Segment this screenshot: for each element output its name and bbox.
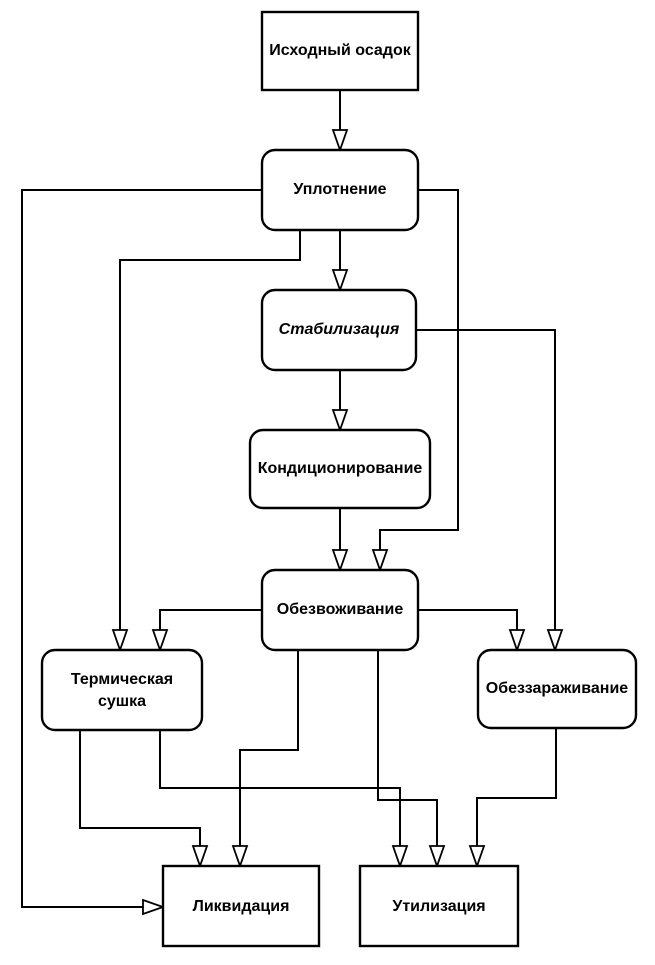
node-dewatering: Обезвоживание xyxy=(260,568,420,652)
edge-thermal-drying-to-utilization xyxy=(159,730,401,866)
arrowheads xyxy=(111,129,564,916)
edge-disinfection-to-utilization xyxy=(476,728,557,866)
arrowhead-liquidation-in-2 xyxy=(231,845,249,869)
edge-dewatering-to-disinfection xyxy=(418,609,518,650)
node-dewatering-label: Обезвоживание xyxy=(277,601,404,618)
node-thermal-drying-label-line1: Термическая xyxy=(71,671,173,688)
arrowhead-liquidation-in-left xyxy=(142,898,166,916)
arrowhead-utilization-in-2 xyxy=(428,845,446,869)
edge-thickening-to-thermal-drying xyxy=(119,230,301,650)
arrowhead-thermal-drying-in-left xyxy=(111,629,129,653)
node-disinfection-label: Обеззараживание xyxy=(486,680,628,697)
edge-stabilization-to-disinfection xyxy=(416,329,556,650)
arrowhead-utilization-in-3 xyxy=(468,845,486,869)
node-conditioning: Кондиционирование xyxy=(248,428,432,510)
arrowhead-disinfection-in-left xyxy=(508,629,526,653)
node-thermal-drying: Термическая сушка xyxy=(40,648,204,732)
node-disinfection: Обеззараживание xyxy=(476,648,638,730)
arrowhead-thickening-in xyxy=(331,129,349,153)
node-source-label: Исходный осадок xyxy=(269,42,412,59)
edge-thermal-drying-to-liquidation xyxy=(79,730,201,866)
node-liquidation: Ликвидация xyxy=(161,864,321,948)
arrowhead-liquidation-in-1 xyxy=(191,845,209,869)
arrowhead-dewatering-in-right xyxy=(371,549,389,573)
node-stabilization: Стабилизация xyxy=(260,288,418,372)
arrowhead-stabilization-in xyxy=(331,269,349,293)
arrowhead-conditioning-in xyxy=(331,409,349,433)
node-thickening: Уплотнение xyxy=(260,148,420,232)
arrowhead-thermal-drying-in-right xyxy=(151,629,169,653)
edge-dewatering-to-utilization xyxy=(377,650,438,866)
edge-thickening-to-liquidation xyxy=(21,189,262,908)
arrowhead-utilization-in-1 xyxy=(391,845,409,869)
node-thermal-drying-label-line2: сушка xyxy=(98,693,146,710)
node-source: Исходный осадок xyxy=(260,10,420,92)
edge-thickening-to-dewatering xyxy=(379,189,459,570)
arrowhead-disinfection-in-right xyxy=(546,629,564,653)
edge-dewatering-to-liquidation xyxy=(239,650,299,866)
node-stabilization-label: Стабилизация xyxy=(279,321,400,338)
node-utilization-label: Утилизация xyxy=(392,898,485,915)
arrowhead-dewatering-in-left xyxy=(331,549,349,573)
node-utilization: Утилизация xyxy=(358,864,520,948)
edge-dewatering-to-thermal-drying xyxy=(159,609,262,650)
node-conditioning-label: Кондиционирование xyxy=(258,460,423,477)
node-liquidation-label: Ликвидация xyxy=(193,898,290,915)
node-thickening-label: Уплотнение xyxy=(293,181,386,198)
